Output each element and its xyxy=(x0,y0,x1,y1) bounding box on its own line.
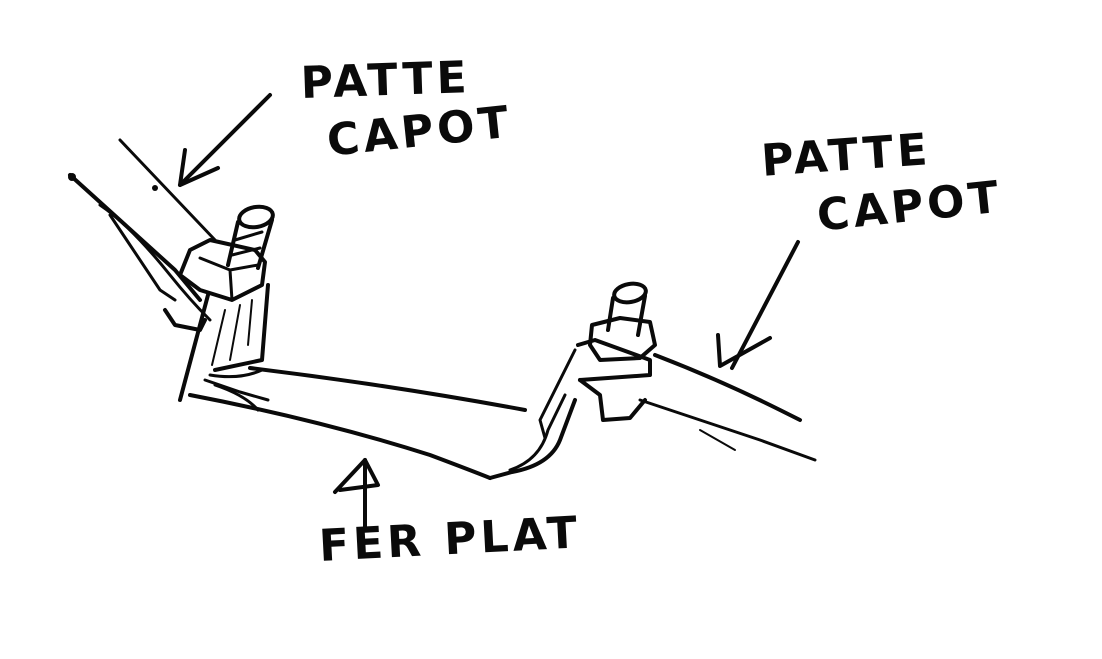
right-bolt xyxy=(538,281,657,440)
right-hood-arm xyxy=(638,353,817,462)
fer-plat-label: FER PLAT xyxy=(317,507,583,572)
left-hood-arm xyxy=(68,138,217,332)
flat-bar xyxy=(188,366,577,480)
arrow-left-top xyxy=(178,93,272,187)
arrow-bottom xyxy=(333,458,380,532)
left-bolt xyxy=(178,204,275,302)
right-patte-line1: PATTE xyxy=(759,124,933,187)
left-patte-label: PATTE xyxy=(299,52,472,109)
right-patte-label: PATTE xyxy=(759,124,933,187)
left-patte-line1: PATTE xyxy=(299,52,472,109)
left-plate xyxy=(178,283,270,402)
arrow-right xyxy=(716,240,800,370)
fer-plat-text: FER PLAT xyxy=(317,507,583,572)
